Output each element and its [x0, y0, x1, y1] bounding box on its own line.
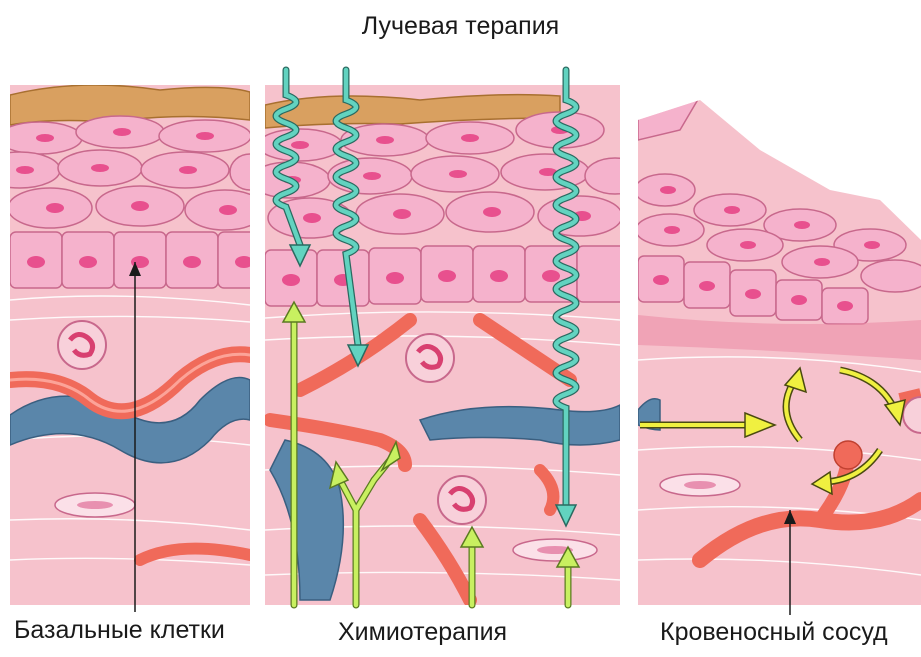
label-chemotherapy: Химиотерапия [338, 618, 507, 647]
middle-panel [250, 85, 645, 605]
diagram-title: Лучевая терапия [0, 12, 921, 41]
right-panel [635, 85, 921, 605]
label-blood-vessel: Кровеносный сосуд [660, 618, 888, 647]
label-basal-cells: Базальные клетки [14, 616, 225, 645]
